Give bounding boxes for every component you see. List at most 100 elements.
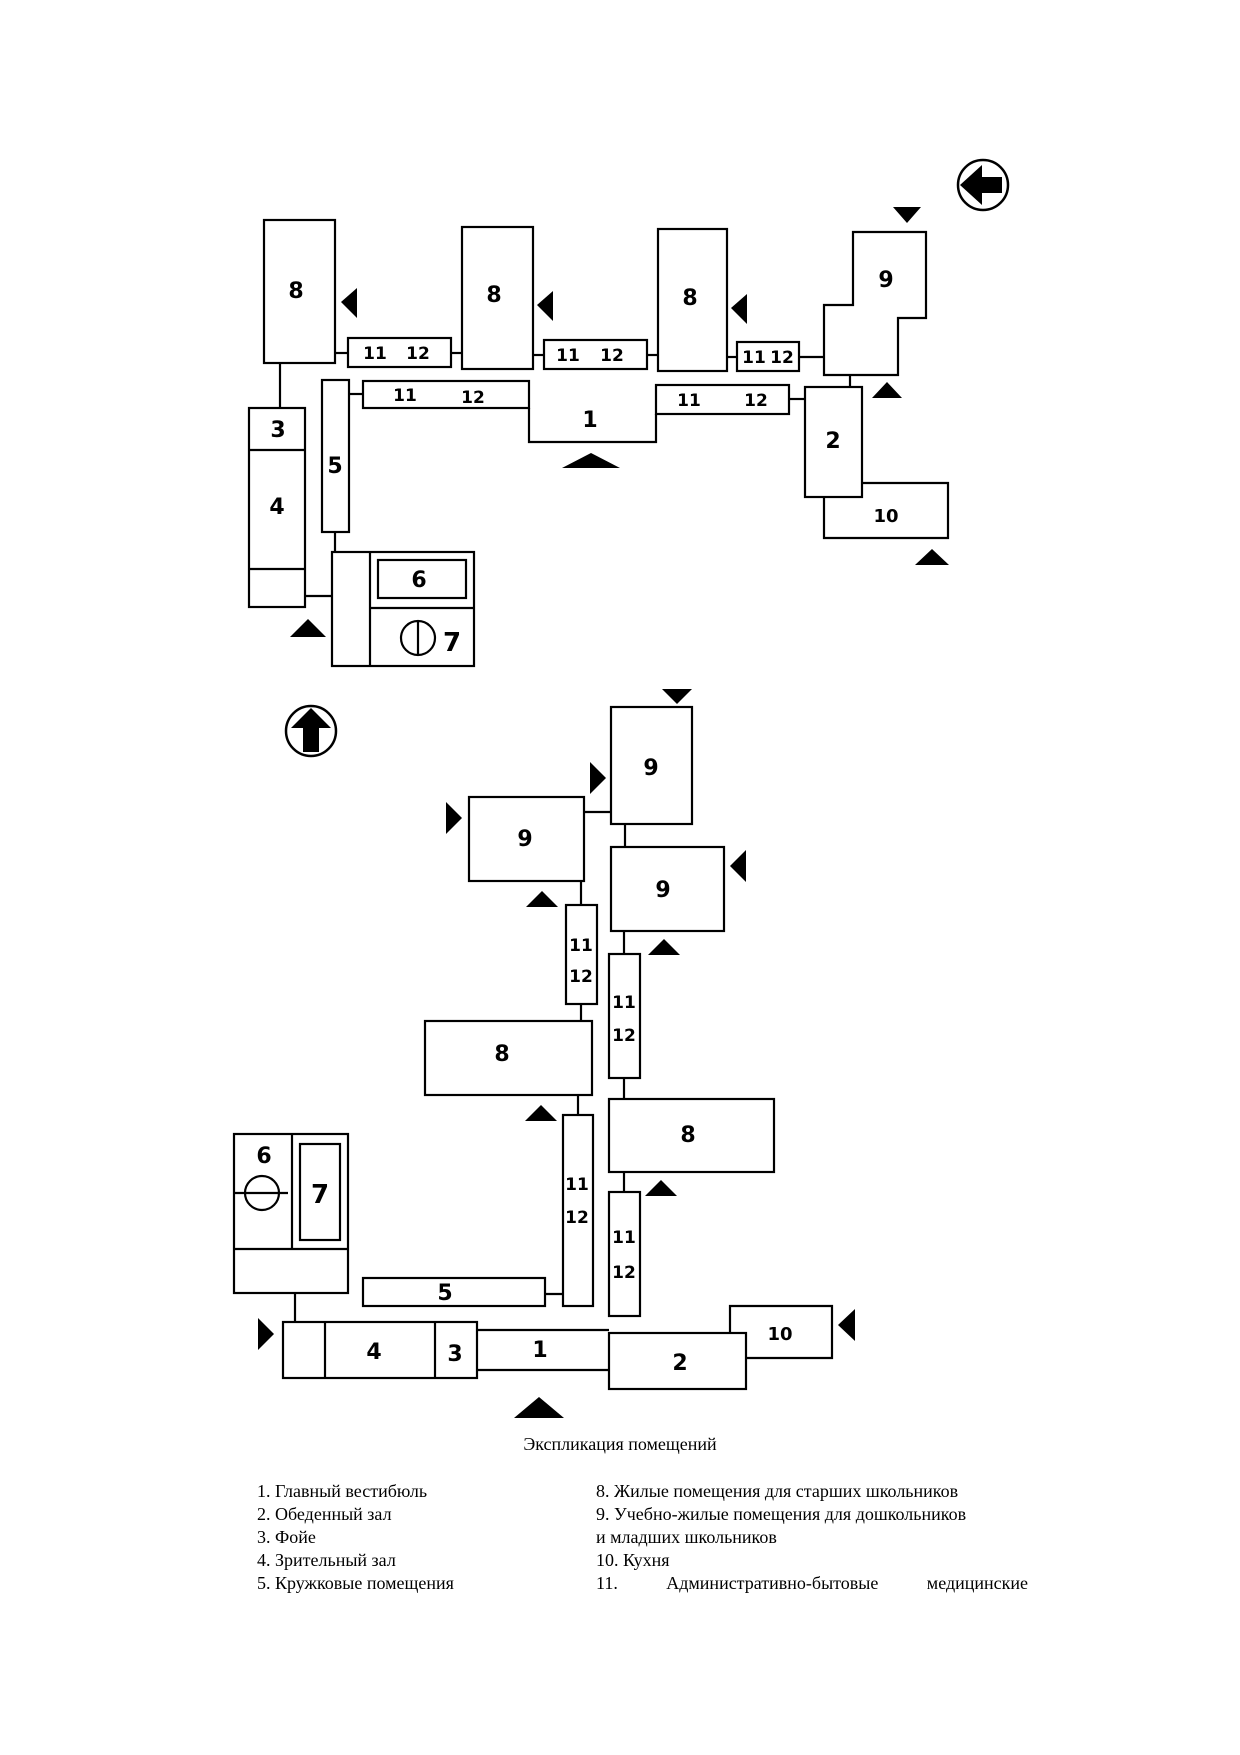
entrance-arrow-icon	[662, 689, 692, 704]
room-6-top	[376, 558, 468, 600]
entrance-arrow-icon	[525, 1105, 557, 1121]
north-arrow-bottom-icon	[284, 704, 338, 758]
room-5-top-label: 5	[327, 454, 342, 479]
legend-item-11: 11. Административно-бытовые медицинские	[596, 1572, 1028, 1595]
room-5-b-label: 5	[437, 1281, 452, 1306]
room-9-b3-label: 9	[655, 878, 670, 903]
legend-item: 8. Жилые помещения для старших школьнико…	[596, 1481, 959, 1501]
entrance-arrow-icon	[648, 939, 680, 955]
room-9-b3	[609, 845, 726, 933]
entrance-arrow-icon	[446, 802, 462, 834]
explication-caption: Экспликация помещений	[523, 1434, 717, 1454]
entrance-arrow-icon	[915, 549, 949, 565]
room-2-top	[803, 385, 864, 499]
main-entrance-arrow-icon	[562, 453, 620, 468]
room-1-b-label: 1	[532, 1338, 547, 1363]
block-label-12: 12	[565, 1208, 589, 1228]
block-label-11: 11	[556, 346, 580, 366]
legend-left-column: 1. Главный вестибюль 2. Обеденный зал 3.…	[257, 1480, 557, 1595]
block-label-11: 11	[565, 1175, 589, 1195]
entrance-arrow-icon	[730, 850, 746, 882]
room-4-3-block	[281, 1320, 479, 1380]
room-2-b	[607, 1331, 748, 1391]
legend-item-11-number: 11.	[596, 1573, 618, 1593]
entrance-arrow-icon	[537, 291, 553, 321]
corridor-11-12-left	[361, 379, 531, 410]
block-label-12: 12	[569, 967, 593, 987]
block-label-11: 11	[612, 993, 636, 1013]
room-3-b-label: 3	[447, 1342, 462, 1367]
room-2-b-label: 2	[672, 1351, 687, 1376]
block-label-12: 12	[612, 1263, 636, 1283]
block-label-12: 12	[744, 391, 768, 411]
room-9-top	[822, 230, 928, 377]
block-label-12: 12	[612, 1026, 636, 1046]
entrance-arrow-icon	[290, 619, 326, 637]
room-8-b-label: 8	[486, 283, 501, 308]
room-4-top-label: 4	[269, 495, 284, 520]
block-11-12-b2	[607, 952, 642, 1080]
legend-item: 2. Обеденный зал	[257, 1504, 392, 1524]
entrance-arrow-icon	[872, 382, 902, 398]
room-9-b1	[609, 705, 694, 826]
entrance-arrow-icon	[590, 762, 606, 794]
room-10-b-label: 10	[767, 1324, 792, 1345]
room-2-top-label: 2	[825, 429, 840, 454]
legend-item: 9. Учебно-жилые помещения для дошкольник…	[596, 1504, 967, 1524]
corridor-11-12-right	[654, 383, 791, 416]
entrance-arrow-icon	[893, 207, 921, 223]
room-9-top-label: 9	[878, 268, 893, 293]
room-9-b2	[467, 795, 586, 883]
legend-right-column: 8. Жилые помещения для старших школьнико…	[596, 1480, 1028, 1595]
entrance-arrow-icon	[645, 1180, 677, 1196]
entrance-arrow-icon	[838, 1309, 855, 1341]
north-arrow-top-icon	[956, 158, 1010, 212]
block-label-11: 11	[612, 1228, 636, 1248]
legend-item-11-text-a: Административно-бытовые	[666, 1573, 879, 1593]
bottom-plan: 9 9 9 11 12 11 12 8 8	[232, 689, 855, 1418]
room-6-top-label: 6	[411, 568, 426, 593]
block-label-12: 12	[461, 388, 485, 408]
block-label-12: 12	[770, 348, 794, 368]
block-label-11: 11	[677, 391, 701, 411]
room-10-top	[822, 481, 950, 540]
room-8-c-label: 8	[682, 286, 697, 311]
room-3-4-block	[247, 406, 307, 609]
room-8-b2	[607, 1097, 776, 1174]
room-5-b	[361, 1276, 547, 1308]
block-label-12: 12	[406, 344, 430, 364]
room-8-b1-label: 8	[494, 1042, 509, 1067]
room-10-top-label: 10	[873, 506, 898, 527]
room-4-b-label: 4	[366, 1340, 381, 1365]
entrance-arrow-icon	[341, 288, 357, 318]
block-label-11: 11	[363, 344, 387, 364]
entrance-arrow-icon	[258, 1318, 274, 1350]
legend-item: 5. Кружковые помещения	[257, 1573, 454, 1593]
room-8-b	[460, 225, 535, 371]
room-8-a-label: 8	[288, 279, 303, 304]
block-label-11: 11	[393, 386, 417, 406]
room-9-b2-label: 9	[517, 827, 532, 852]
legend-item: 10. Кухня	[596, 1550, 670, 1570]
block-label-11: 11	[569, 936, 593, 956]
main-entrance-arrow-icon	[514, 1397, 564, 1418]
entrance-arrow-icon	[526, 891, 558, 907]
legend-item: 1. Главный вестибюль	[257, 1481, 428, 1501]
block-label-12: 12	[600, 346, 624, 366]
legend-item-11-text-b: медицинские	[926, 1573, 1028, 1593]
room-1-top	[527, 408, 658, 444]
block-11-12-b4	[607, 1190, 642, 1318]
room-9-b1-label: 9	[643, 756, 658, 781]
room-7-b-label: 7	[311, 1180, 329, 1210]
room-6-b-label: 6	[256, 1144, 271, 1169]
entrance-arrow-icon	[731, 294, 747, 324]
room-3-top-label: 3	[270, 418, 285, 443]
room-8-b1	[423, 1019, 594, 1097]
room-8-b2-label: 8	[680, 1123, 695, 1148]
legend-item: и младших школьников	[596, 1527, 777, 1547]
room-10-b	[728, 1304, 834, 1360]
legend-item: 3. Фойе	[257, 1527, 316, 1547]
block-label-11: 11	[742, 348, 766, 368]
room-8-c	[656, 227, 729, 373]
room-8-a	[262, 218, 337, 365]
